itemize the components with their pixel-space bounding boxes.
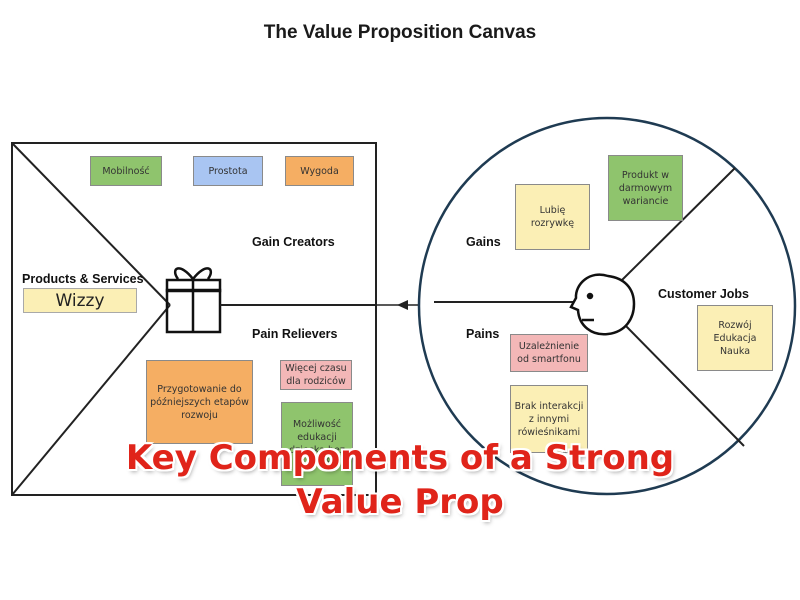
headline-line-2: Value Prop	[296, 482, 504, 522]
customer-jobs-label: Customer Jobs	[658, 287, 749, 301]
note-produkt-darmowy: Produkt w darmowym wariancie	[608, 155, 683, 221]
note-brak-interakcji: Brak interakcji z innymi rówieśnikami	[510, 385, 588, 453]
note-wygoda: Wygoda	[285, 156, 354, 186]
note-prostota: Prostota	[193, 156, 263, 186]
note-wiecej-czasu: Więcej czasu dla rodziców	[280, 360, 352, 390]
square-diagonal-bottom	[11, 304, 171, 496]
circle-line-top	[621, 167, 736, 281]
gains-label: Gains	[466, 235, 501, 249]
note-mozliwosc-edukacji: Możliwość edukacji dziecka bez rodziców	[281, 402, 353, 486]
headline-line-1: Key Components of a Strong	[125, 438, 675, 478]
note-mobilnosc: Mobilność	[90, 156, 162, 186]
product-wizzy: Wizzy	[23, 288, 137, 313]
square-diagonal-top	[11, 142, 171, 306]
note-rozwoj-edukacja: Rozwój Edukacja Nauka	[697, 305, 773, 371]
note-przygotowanie: Przygotowanie do późniejszych etapów roz…	[146, 360, 253, 444]
circle-line-bottom	[621, 321, 745, 447]
gain-creators-label: Gain Creators	[252, 235, 335, 249]
note-uzaleznienie: Uzależnienie od smartfonu	[510, 334, 588, 372]
gift-icon	[165, 267, 222, 334]
pains-label: Pains	[466, 327, 500, 341]
note-lubie-rozrywke: Lubię rozrywkę	[515, 184, 590, 250]
page-title: The Value Proposition Canvas	[263, 22, 537, 43]
arrowhead	[397, 300, 408, 310]
customer-face-icon	[569, 273, 636, 336]
products-services-label: Products & Services	[22, 272, 144, 286]
pain-relievers-label: Pain Relievers	[252, 327, 338, 341]
